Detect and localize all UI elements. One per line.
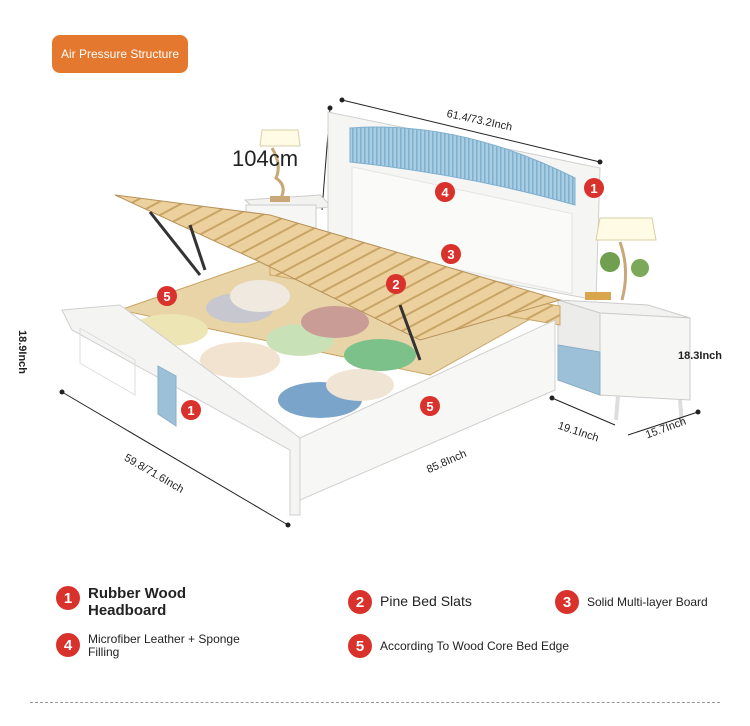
legend-item-1: 1 Rubber Wood Headboard	[56, 585, 226, 619]
legend-item-3: 3 Solid Multi-layer Board	[555, 590, 735, 614]
headboard-height-label: 104cm	[232, 146, 299, 171]
top-dimension-line	[339, 97, 603, 165]
left-lamp	[259, 129, 301, 202]
bottom-divider	[30, 702, 720, 703]
bed-slats	[114, 194, 562, 341]
legend-text-4: Microfiber Leather + Sponge Filling	[88, 632, 240, 660]
storage-clothes	[132, 280, 416, 418]
callout-4-headboard-padding: 4	[435, 182, 455, 202]
front-width-dimension-line	[59, 389, 291, 528]
callout-1-headboard: 1	[584, 178, 604, 198]
nightstand-width-line	[549, 395, 616, 426]
materials-legend: 1 Rubber Wood Headboard 2 Pine Bed Slats…	[0, 580, 750, 680]
legend-num-5: 5	[348, 634, 372, 658]
legend-item-5: 5 According To Wood Core Bed Edge	[348, 634, 588, 658]
legend-text-2: Pine Bed Slats	[380, 593, 472, 609]
legend-text-1: Rubber Wood Headboard	[88, 585, 187, 619]
legend-num-1: 1	[56, 586, 80, 610]
bed-illustration	[59, 97, 701, 528]
nightstand-depth-line	[627, 409, 701, 436]
bed-height-label: 18.9Inch	[16, 330, 28, 375]
legend-num-3: 3	[555, 590, 579, 614]
right-lamp	[585, 217, 657, 301]
callout-1-footboard: 1	[181, 400, 201, 420]
legend-num-2: 2	[348, 590, 372, 614]
air-pressure-badge: Air Pressure Structure	[52, 35, 188, 73]
right-nightstand	[557, 299, 691, 425]
nightstand-height-label: 18.3Inch	[678, 350, 723, 362]
legend-item-2: 2 Pine Bed Slats	[348, 590, 528, 614]
callout-3-board: 3	[441, 244, 461, 264]
callout-2-slats: 2	[386, 274, 406, 294]
legend-num-4: 4	[56, 633, 80, 657]
legend-item-4: 4 Microfiber Leather + Sponge Filling	[56, 632, 266, 660]
legend-text-3: Solid Multi-layer Board	[587, 595, 708, 609]
legend-text-5: According To Wood Core Bed Edge	[380, 639, 570, 653]
gas-struts	[148, 211, 422, 361]
callout-5-side-edge: 5	[420, 396, 440, 416]
callout-5-inner-edge: 5	[157, 286, 177, 306]
